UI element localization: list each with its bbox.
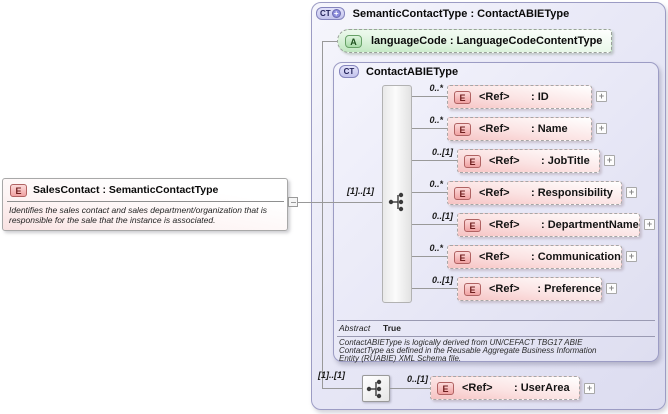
element-Name[interactable]: E <Ref> : Name — [447, 117, 592, 141]
attribute-languageCode[interactable]: A languageCode : LanguageCodeContentType — [337, 29, 612, 53]
ct-icon-label: CT — [320, 8, 331, 18]
element-cardinality: 0..* — [429, 179, 443, 189]
element-cardinality: 0..[1] — [431, 275, 453, 285]
element-cardinality: 0..[1] — [431, 211, 453, 221]
element-cardinality: 0..* — [429, 115, 443, 125]
group-cardinality: [1]..[1] — [347, 186, 374, 196]
separator-line — [7, 201, 284, 202]
element-name: : Preference — [537, 283, 601, 295]
element-icon: E — [454, 122, 471, 136]
complex-type-icon: CT+ — [316, 7, 345, 20]
element-icon: E — [464, 218, 481, 232]
user-area-group-cardinality: [1]..[1] — [318, 370, 345, 380]
note-line: ContactType as defined in the Reusable A… — [339, 346, 597, 356]
element-line — [412, 288, 457, 289]
group-line — [334, 202, 390, 203]
element-ref: <Ref> — [489, 283, 520, 295]
element-icon: E — [454, 250, 471, 264]
element-ref: <Ref> — [489, 219, 520, 231]
element-icon: E — [10, 184, 27, 197]
element-Responsibility[interactable]: E <Ref> : Responsibility — [447, 181, 622, 205]
expand-button-ID[interactable]: + — [596, 91, 607, 102]
element-line — [390, 388, 430, 389]
element-name: : UserArea — [514, 382, 570, 394]
sequence-bar — [382, 85, 412, 303]
element-ref: <Ref> — [479, 123, 510, 135]
element-JobTitle[interactable]: E <Ref> : JobTitle — [457, 149, 600, 173]
element-line — [412, 224, 457, 225]
sales-contact-description: Identifies the sales contact and sales d… — [9, 205, 267, 225]
element-SalesContact[interactable]: E SalesContact : SemanticContactType Ide… — [2, 178, 288, 231]
panel-header: CT+ SemanticContactType : ContactABIETyp… — [316, 7, 569, 20]
element-cardinality: 0..[1] — [406, 374, 428, 384]
annotation-note: ContactABIEType is logically derived fro… — [339, 338, 639, 364]
expand-button-UserArea[interactable]: + — [584, 383, 595, 394]
element-name: : Name — [531, 123, 568, 135]
element-DepartmentName[interactable]: E <Ref> : DepartmentName — [457, 213, 640, 237]
element-line — [412, 192, 447, 193]
element-name: : ID — [531, 91, 549, 103]
element-line — [412, 96, 447, 97]
expand-button-Communication[interactable]: + — [626, 251, 637, 262]
element-Preference[interactable]: E <Ref> : Preference — [457, 277, 602, 301]
element-icon: E — [437, 381, 454, 395]
abstract-value: True — [383, 323, 401, 333]
note-line: ContactABIEType is logically derived fro… — [339, 338, 583, 347]
element-line — [412, 128, 447, 129]
element-ID[interactable]: E <Ref> : ID — [447, 85, 592, 109]
element-cardinality: 0..* — [429, 243, 443, 253]
element-icon: E — [464, 154, 481, 168]
panel-title: SemanticContactType : ContactABIEType — [352, 7, 570, 20]
sequence-icon — [388, 192, 404, 212]
expand-button-Preference[interactable]: + — [606, 283, 617, 294]
element-name: : DepartmentName — [541, 219, 639, 231]
description-line: responsible for the sale that the instan… — [9, 215, 216, 225]
abstract-label: Abstract — [339, 323, 371, 333]
element-cardinality: 0..* — [429, 83, 443, 93]
ct-icon: CT — [339, 65, 359, 78]
sequence-icon — [366, 379, 382, 398]
element-icon: E — [464, 282, 481, 296]
element-ref: <Ref> — [479, 187, 510, 199]
derived-plus-icon: + — [331, 9, 341, 18]
trunk-line — [322, 41, 323, 388]
attribute-label: languageCode : LanguageCodeContentType — [371, 35, 603, 47]
element-name: : Responsibility — [531, 187, 613, 199]
element-ref: <Ref> — [479, 91, 510, 103]
expand-button-JobTitle[interactable]: + — [604, 155, 615, 166]
sales-contact-title: SalesContact : SemanticContactType — [33, 184, 219, 196]
attribute-connector-line — [322, 41, 337, 42]
element-ref: <Ref> — [462, 382, 493, 394]
note-line: Entity (RUABIE) XML Schema file. — [339, 354, 462, 364]
user-area-group-line — [322, 388, 362, 389]
element-name: : JobTitle — [541, 155, 590, 167]
element-line — [412, 256, 447, 257]
element-cardinality: 0..[1] — [431, 147, 453, 157]
element-icon: E — [454, 90, 471, 104]
separator-line — [337, 320, 655, 321]
expand-button-DepartmentName[interactable]: + — [644, 219, 655, 230]
element-Communication[interactable]: E <Ref> : Communication — [447, 245, 622, 269]
separator-line — [337, 336, 655, 337]
attribute-icon: A — [345, 34, 362, 48]
dash-icon — [290, 201, 296, 203]
expand-button-Name[interactable]: + — [596, 123, 607, 134]
description-line: Identifies the sales contact and sales d… — [9, 205, 267, 215]
inner-title: ContactABIEType — [366, 65, 459, 78]
inner-header: CT ContactABIEType — [339, 65, 458, 78]
element-UserArea[interactable]: E <Ref> : UserArea — [430, 376, 580, 400]
element-ref: <Ref> — [489, 155, 520, 167]
element-ref: <Ref> — [479, 251, 510, 263]
ct-icon-label: CT — [343, 66, 355, 76]
sequence-button[interactable] — [362, 375, 390, 402]
expand-button-Responsibility[interactable]: + — [626, 187, 637, 198]
element-icon: E — [454, 186, 471, 200]
element-line — [412, 160, 457, 161]
collapse-handle[interactable] — [288, 197, 298, 207]
element-name: : Communication — [531, 251, 621, 263]
reference-line — [298, 202, 334, 203]
